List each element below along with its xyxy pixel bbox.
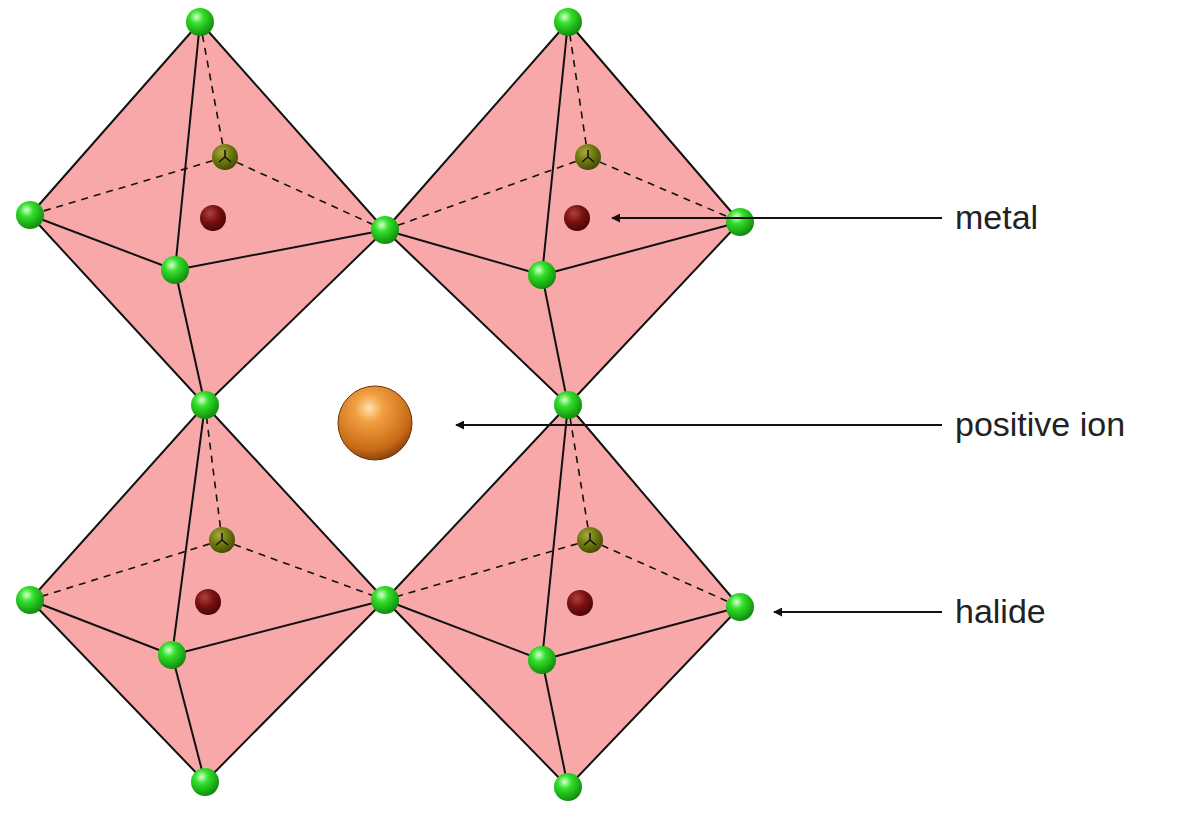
leader-arrow (456, 424, 942, 426)
front-edge (542, 607, 740, 660)
front-edge (542, 222, 740, 275)
octahedron-outline (30, 22, 385, 405)
front-edge (175, 230, 385, 270)
front-edge (542, 660, 568, 787)
hidden-edge-stub (221, 533, 223, 540)
hidden-edge-stub (224, 150, 226, 157)
hidden-edge-stub (590, 540, 596, 545)
octahedron-face (385, 405, 740, 787)
octahedron-outline (30, 405, 385, 782)
halide-sphere (371, 586, 399, 614)
halide-sphere (528, 646, 556, 674)
halide-sphere (554, 8, 582, 36)
positive-ion-sphere (338, 386, 412, 460)
hidden-edge-stub (222, 540, 228, 545)
hidden-edge (200, 22, 225, 157)
hidden-edge (590, 540, 740, 607)
hidden-edge (588, 157, 740, 222)
halide-sphere (371, 216, 399, 244)
halide-sphere (554, 391, 582, 419)
part-label: halide (955, 593, 1046, 630)
front-edge (542, 275, 568, 405)
front-edge (542, 22, 568, 275)
hidden-edge-stub (588, 157, 594, 162)
front-edge (172, 600, 385, 655)
octahedron (30, 405, 385, 782)
metal-sphere (564, 205, 590, 231)
back-halide-sphere (577, 527, 603, 553)
octahedron-face (30, 405, 385, 782)
hidden-edge-stub (582, 157, 588, 162)
halide-sphere (161, 256, 189, 284)
hidden-edge-stub (587, 150, 589, 157)
hidden-edge (222, 540, 385, 600)
back-halide-sphere (575, 144, 601, 170)
octahedron (30, 22, 385, 405)
hidden-edge-stub (584, 540, 590, 545)
part-label: metal (955, 199, 1038, 236)
hidden-edge (385, 540, 590, 600)
halide-sphere (726, 593, 754, 621)
front-edge (385, 230, 542, 275)
hidden-edge-stub (219, 157, 225, 162)
front-edge (542, 405, 568, 660)
hidden-edge-stub (589, 533, 591, 540)
octahedron (385, 22, 740, 405)
hidden-edge (225, 157, 385, 230)
back-halide-sphere (212, 144, 238, 170)
halide-sphere (191, 768, 219, 796)
front-edge (175, 270, 205, 405)
front-edge (172, 405, 205, 655)
halide-sphere (191, 391, 219, 419)
octahedron-outline (385, 22, 740, 405)
halide-sphere (726, 208, 754, 236)
metal-sphere (567, 590, 593, 616)
leader-arrow (774, 611, 942, 613)
halide-sphere (158, 641, 186, 669)
front-edge (30, 215, 175, 270)
leader-arrow (612, 217, 942, 219)
part-label: positive ion (955, 406, 1125, 443)
halide-sphere (16, 201, 44, 229)
front-edge (30, 600, 172, 655)
front-edge (385, 600, 542, 660)
octahedron-face (385, 22, 740, 405)
hidden-edge (205, 405, 222, 540)
halide-sphere (528, 261, 556, 289)
hidden-edge-stub (216, 540, 222, 545)
metal-sphere (195, 589, 221, 615)
back-halide-sphere (209, 527, 235, 553)
front-edge (172, 655, 205, 782)
halide-sphere (186, 8, 214, 36)
hidden-edge-stub (225, 157, 231, 162)
hidden-edge (30, 157, 225, 215)
hidden-edge (30, 540, 222, 600)
octahedron (385, 405, 740, 787)
octahedron-outline (385, 405, 740, 787)
metal-sphere (200, 205, 226, 231)
halide-sphere (554, 773, 582, 801)
front-edge (175, 22, 200, 270)
halide-sphere (16, 586, 44, 614)
hidden-edge (385, 157, 588, 230)
octahedron-face (30, 22, 385, 405)
